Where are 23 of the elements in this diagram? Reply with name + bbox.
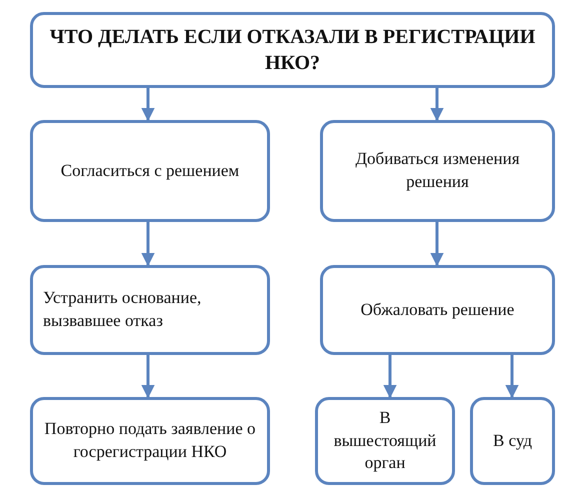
box-label: Обжаловать решение <box>360 298 514 321</box>
box-label: Повторно подать заявление о госрегистрации НКО <box>43 418 257 463</box>
box-label: Устранить основание, вызвавшее отказ <box>43 287 202 332</box>
arrow <box>430 222 444 266</box>
arrow <box>383 355 397 398</box>
title-box <box>30 12 555 88</box>
box-label: Согласиться с решением <box>60 160 240 182</box>
process-box <box>470 397 555 485</box>
process-box <box>320 265 555 355</box>
box-label: В суд <box>493 430 532 452</box>
process-box <box>30 265 270 355</box>
arrow <box>141 222 155 266</box>
process-box <box>30 397 270 485</box>
arrow <box>430 88 444 122</box>
arrow <box>505 355 519 398</box>
box-label: Добиваться изменения решения <box>354 148 521 193</box>
process-box <box>30 120 270 222</box>
arrow <box>141 355 155 398</box>
process-box <box>315 397 455 485</box>
title-text: ЧТО ДЕЛАТЬ ЕСЛИ ОТКАЗАЛИ В РЕГИСТРАЦИИ НКО? <box>48 25 536 76</box>
process-box <box>320 120 555 222</box>
arrow <box>141 88 155 122</box>
box-label: В вышестоящий орган <box>332 406 438 474</box>
